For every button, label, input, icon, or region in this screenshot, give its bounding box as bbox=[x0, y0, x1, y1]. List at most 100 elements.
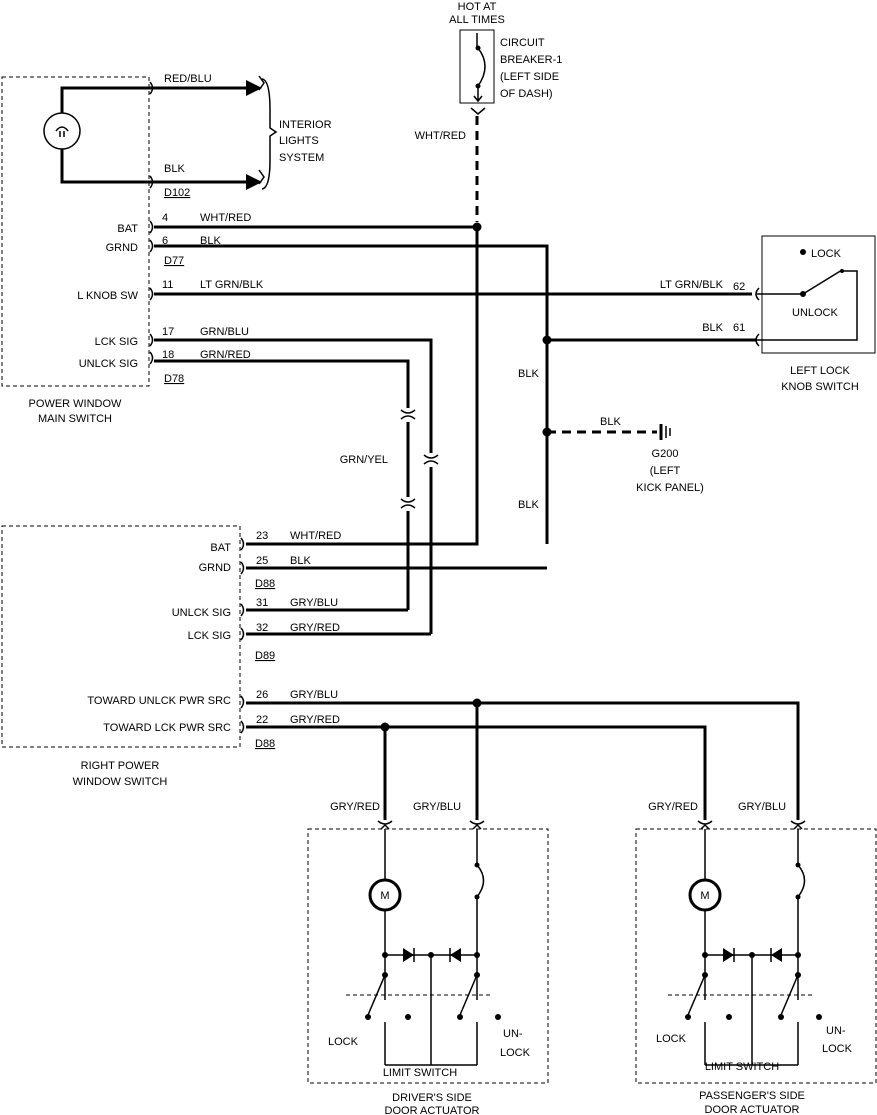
interior-lights: RED/BLU BLK D102 INTERIOR LIGHTS SYSTEM bbox=[154, 73, 332, 199]
driver-limit-label: LIMIT SWITCH bbox=[383, 1067, 457, 1079]
right-power-window-switch: BAT GRND UNLCK SIG LCK SIG TOWARD UNLCK … bbox=[1, 525, 245, 788]
wire-blk-g: BLK bbox=[600, 416, 621, 428]
circuit-breaker: HOT AT ALL TIMES CIRCUIT BREAKER-1 (LEFT… bbox=[415, 1, 563, 142]
connector-d88a: D88 bbox=[255, 578, 275, 590]
wire-d-gryblu: GRY/BLU bbox=[413, 801, 461, 813]
pin-4: 4 bbox=[162, 212, 168, 224]
wire-grn-blu: GRN/BLU bbox=[200, 326, 249, 338]
driver-motor-label: M bbox=[380, 890, 389, 902]
cb-label-1: CIRCUIT bbox=[500, 37, 545, 49]
main-pin-grnd: GRND bbox=[106, 242, 138, 254]
main-switch-caption-1: POWER WINDOW bbox=[29, 398, 122, 410]
pin-17: 17 bbox=[162, 326, 174, 338]
passenger-door-actuator: M LOCK UN- LOCK LIMIT SWITCH PASSENGER'S… bbox=[635, 820, 877, 1115]
pin-18: 18 bbox=[162, 349, 174, 361]
knob-lock-label: LOCK bbox=[811, 248, 842, 260]
wire-blk-v1: BLK bbox=[518, 368, 539, 380]
passenger-limit-label: LIMIT SWITCH bbox=[705, 1061, 779, 1073]
cb-label-4: OF DASH) bbox=[500, 88, 553, 100]
main-pin-lcksig: LCK SIG bbox=[95, 336, 138, 348]
hot-label-2: ALL TIMES bbox=[449, 14, 505, 26]
right-switch-caption-2: WINDOW SWITCH bbox=[73, 776, 168, 788]
driver-actuator-box bbox=[307, 828, 549, 1084]
wire-label-wht-red-23: WHT/RED bbox=[290, 530, 341, 542]
main-pin-bat: BAT bbox=[117, 223, 138, 235]
wire-p-gryred: GRY/RED bbox=[648, 801, 698, 813]
lamp-icon bbox=[43, 112, 81, 150]
wire-gry-blu-31: GRY/BLU bbox=[290, 597, 338, 609]
pin-11: 11 bbox=[162, 279, 173, 291]
wire-blk-v2: BLK bbox=[518, 499, 539, 511]
wire-wht-red-23 bbox=[246, 227, 479, 546]
pin-61: 61 bbox=[733, 322, 745, 334]
right-switch-box bbox=[1, 525, 241, 748]
right-switch-caption-1: RIGHT POWER bbox=[81, 760, 160, 772]
connector-d102: D102 bbox=[164, 187, 190, 199]
wire-d-gryred: GRY/RED bbox=[330, 801, 380, 813]
connector-d78: D78 bbox=[164, 373, 184, 385]
ground-label-2: (LEFT bbox=[650, 465, 681, 477]
wire-wht-red-cb: WHT/RED bbox=[415, 130, 466, 142]
driver-un-label: UN- bbox=[503, 1028, 523, 1040]
right-pin-bat: BAT bbox=[210, 542, 231, 554]
right-pin-grnd: GRND bbox=[199, 562, 231, 574]
pin-31: 31 bbox=[256, 597, 268, 609]
brace-icon bbox=[261, 78, 278, 190]
passenger-lock-label: LOCK bbox=[656, 1033, 687, 1045]
wire-blk-int: BLK bbox=[164, 163, 185, 175]
main-pin-lknob: L KNOB SW bbox=[77, 290, 138, 302]
interior-label-1: INTERIOR bbox=[279, 119, 332, 131]
knob-caption-2: KNOB SWITCH bbox=[781, 381, 859, 393]
interior-label-3: SYSTEM bbox=[279, 152, 324, 164]
driver-door-actuator: M LOCK UN- LOCK LIMIT SWITCH DRIVER'S SI… bbox=[307, 820, 549, 1115]
passenger-lock2-label: LOCK bbox=[822, 1043, 853, 1055]
wire-ltgrn-11: LT GRN/BLK bbox=[200, 279, 264, 291]
passenger-motor-label: M bbox=[700, 890, 709, 902]
connector-d77: D77 bbox=[164, 255, 184, 267]
main-switch-caption-2: MAIN SWITCH bbox=[38, 413, 112, 425]
power-window-main-switch: BAT GRND L KNOB SW LCK SIG UNLCK SIG POW… bbox=[1, 76, 154, 425]
wire-red-blu: RED/BLU bbox=[164, 73, 212, 85]
wire-blk-25: BLK bbox=[290, 555, 311, 567]
wire-grn-red: GRN/RED bbox=[200, 349, 251, 361]
interior-label-2: LIGHTS bbox=[279, 135, 319, 147]
hot-label: HOT AT bbox=[458, 1, 497, 13]
wire-wht-red-4: WHT/RED bbox=[200, 212, 251, 224]
wire-p-gryblu: GRY/BLU bbox=[738, 801, 786, 813]
cb-label-2: BREAKER-1 bbox=[500, 54, 562, 66]
main-pin-unlcksig: UNLCK SIG bbox=[79, 358, 138, 370]
main-switch-wires: 4 WHT/RED 6 BLK D77 11 LT GRN/BLK 17 GRN… bbox=[154, 212, 752, 634]
main-switch-box bbox=[1, 76, 150, 387]
passenger-un-label: UN- bbox=[826, 1025, 846, 1037]
pin-62: 62 bbox=[733, 281, 745, 293]
wire-blk-61: BLK bbox=[702, 322, 723, 334]
wire-gry-red-22: GRY/RED bbox=[290, 714, 340, 726]
passenger-caption-2: DOOR ACTUATOR bbox=[705, 1104, 800, 1115]
connector-d88b: D88 bbox=[255, 738, 275, 750]
wire-blk-6: BLK bbox=[200, 235, 221, 247]
driver-lock-label: LOCK bbox=[328, 1036, 359, 1048]
right-pin-unlcksig: UNLCK SIG bbox=[172, 607, 231, 619]
driver-lock2-label: LOCK bbox=[500, 1047, 531, 1059]
right-pin-tow-lck: TOWARD LCK PWR SRC bbox=[103, 722, 231, 734]
inline-connectors: GRN/YEL bbox=[340, 408, 439, 511]
right-pin-tow-unlck: TOWARD UNLCK PWR SRC bbox=[87, 695, 231, 707]
ground-circuit: BLK BLK BLK G200 (LEFT KICK PANEL) bbox=[518, 335, 704, 511]
pin-32: 32 bbox=[256, 622, 268, 634]
cb-connector-icon bbox=[470, 107, 486, 115]
circuit-breaker-box bbox=[459, 29, 495, 104]
passenger-actuator-box bbox=[635, 828, 877, 1084]
pin-25: 25 bbox=[256, 555, 268, 567]
passenger-caption-1: PASSENGER'S SIDE bbox=[699, 1090, 805, 1102]
pin-23: 23 bbox=[256, 530, 268, 542]
knob-caption-1: LEFT LOCK bbox=[790, 365, 850, 377]
pin-26: 26 bbox=[256, 689, 268, 701]
ground-label-1: G200 bbox=[652, 448, 679, 460]
left-lock-knob-switch: LOCK UNLOCK LEFT LOCK KNOB SWITCH LT GRN… bbox=[660, 235, 876, 393]
cb-label-3: (LEFT SIDE bbox=[500, 71, 559, 83]
wire-gry-blu-26: GRY/BLU bbox=[290, 689, 338, 701]
wire-grn-yel: GRN/YEL bbox=[340, 454, 388, 466]
pin-6: 6 bbox=[162, 235, 168, 247]
connector-d89: D89 bbox=[255, 650, 275, 662]
